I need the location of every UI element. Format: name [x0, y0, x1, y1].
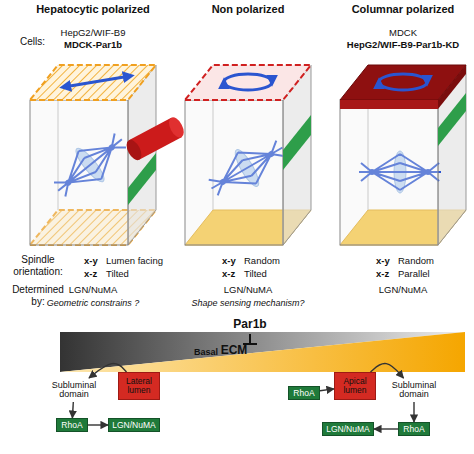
- columnar-cell: [340, 65, 466, 245]
- front-face: [340, 100, 438, 245]
- rotation-arrow: [379, 82, 427, 90]
- protein-box: LGN/NuMA: [322, 422, 374, 436]
- node-text: RhoA: [293, 389, 314, 398]
- cell-line: HepG2/WIF-B9: [61, 28, 126, 39]
- axis-label: x-y: [84, 256, 98, 267]
- orientation-value: Random: [398, 256, 434, 267]
- protein-box: RhoA: [288, 386, 320, 400]
- ecm-label: Basal: [194, 347, 218, 357]
- node-text: Subluminal domain: [386, 381, 442, 400]
- protein-label: Par1b: [233, 318, 266, 332]
- orientation-value: Lumen facing: [106, 256, 163, 267]
- axis-label: x-y: [222, 256, 236, 267]
- cell-line: MDCK: [389, 28, 417, 39]
- node-text: Lateral lumen: [119, 377, 159, 395]
- node-text: LGN/NuMA: [326, 425, 369, 434]
- ecm-label: ECM: [221, 344, 248, 358]
- flow-arrow: [88, 424, 108, 425]
- axis-label: x-z: [222, 269, 235, 280]
- node-text: Apical lumen: [335, 377, 375, 395]
- non-polarized-cell: [185, 65, 311, 245]
- flow-arrow: [72, 402, 74, 418]
- front-face: [185, 100, 283, 245]
- orientation-value: Tilted: [106, 269, 129, 280]
- junction-strip: [438, 93, 466, 146]
- top-face: [185, 65, 311, 100]
- orientation-value: Random: [244, 256, 280, 267]
- column-heading: Non polarized: [212, 3, 285, 16]
- node-text: RhoA: [403, 425, 424, 434]
- node-text: Subluminal domain: [46, 381, 102, 400]
- front-face: [30, 100, 128, 245]
- node-text: LGN/NuMA: [112, 421, 155, 430]
- domain-node: Subluminal domain: [46, 378, 102, 402]
- column-heading: Columnar polarized: [352, 3, 455, 16]
- axis-label: x-z: [84, 269, 97, 280]
- domain-node: Subluminal domain: [386, 378, 442, 402]
- orientation-value: Parallel: [398, 269, 430, 280]
- lumen-cylinder: [124, 115, 187, 163]
- cell-line: MDCK-Par1b: [64, 40, 122, 51]
- note: Geometric constrains ?: [47, 298, 140, 308]
- orientation-arrow: [64, 76, 130, 87]
- junction-strip: [283, 115, 311, 170]
- cell-line: HepG2/WIF-B9-Par1b-KD: [347, 40, 459, 51]
- column-heading: Hepatocytic polarized: [36, 3, 150, 16]
- protein-box: RhoA: [56, 418, 88, 432]
- lumen-box: Apical lumen: [334, 372, 376, 400]
- rotation-arrow: [379, 74, 427, 82]
- top-face: [30, 65, 156, 100]
- lumen-box: Lateral lumen: [118, 372, 160, 400]
- node-text: RhoA: [61, 421, 82, 430]
- row-label: Spindle orientation:: [5, 254, 71, 277]
- protein-box: LGN/NuMA: [108, 418, 160, 432]
- flow-arrow: [320, 389, 334, 391]
- orientation-value: Tilted: [244, 269, 267, 280]
- mechanism: LGN/NuMA: [69, 285, 118, 296]
- axis-label: x-z: [376, 269, 389, 280]
- mechanism: LGN/NuMA: [379, 285, 428, 296]
- inhibition-line: [249, 334, 251, 344]
- mechanism: LGN/NuMA: [224, 285, 273, 296]
- par1b-gradient: [60, 332, 465, 372]
- row-label: Cells:: [20, 36, 45, 48]
- axis-label: x-y: [376, 256, 390, 267]
- rotation-arrow: [224, 74, 272, 82]
- ecm-gradient: [60, 332, 465, 372]
- flow-arrow: [413, 402, 414, 422]
- rotation-arrow: [224, 82, 272, 90]
- note: Shape sensing mechanism?: [191, 298, 304, 308]
- protein-box: RhoA: [398, 422, 430, 436]
- junction-strip: [128, 153, 156, 205]
- flow-arrow: [374, 428, 398, 429]
- apical-band: [340, 100, 438, 109]
- hepatocytic-cell: [30, 65, 187, 245]
